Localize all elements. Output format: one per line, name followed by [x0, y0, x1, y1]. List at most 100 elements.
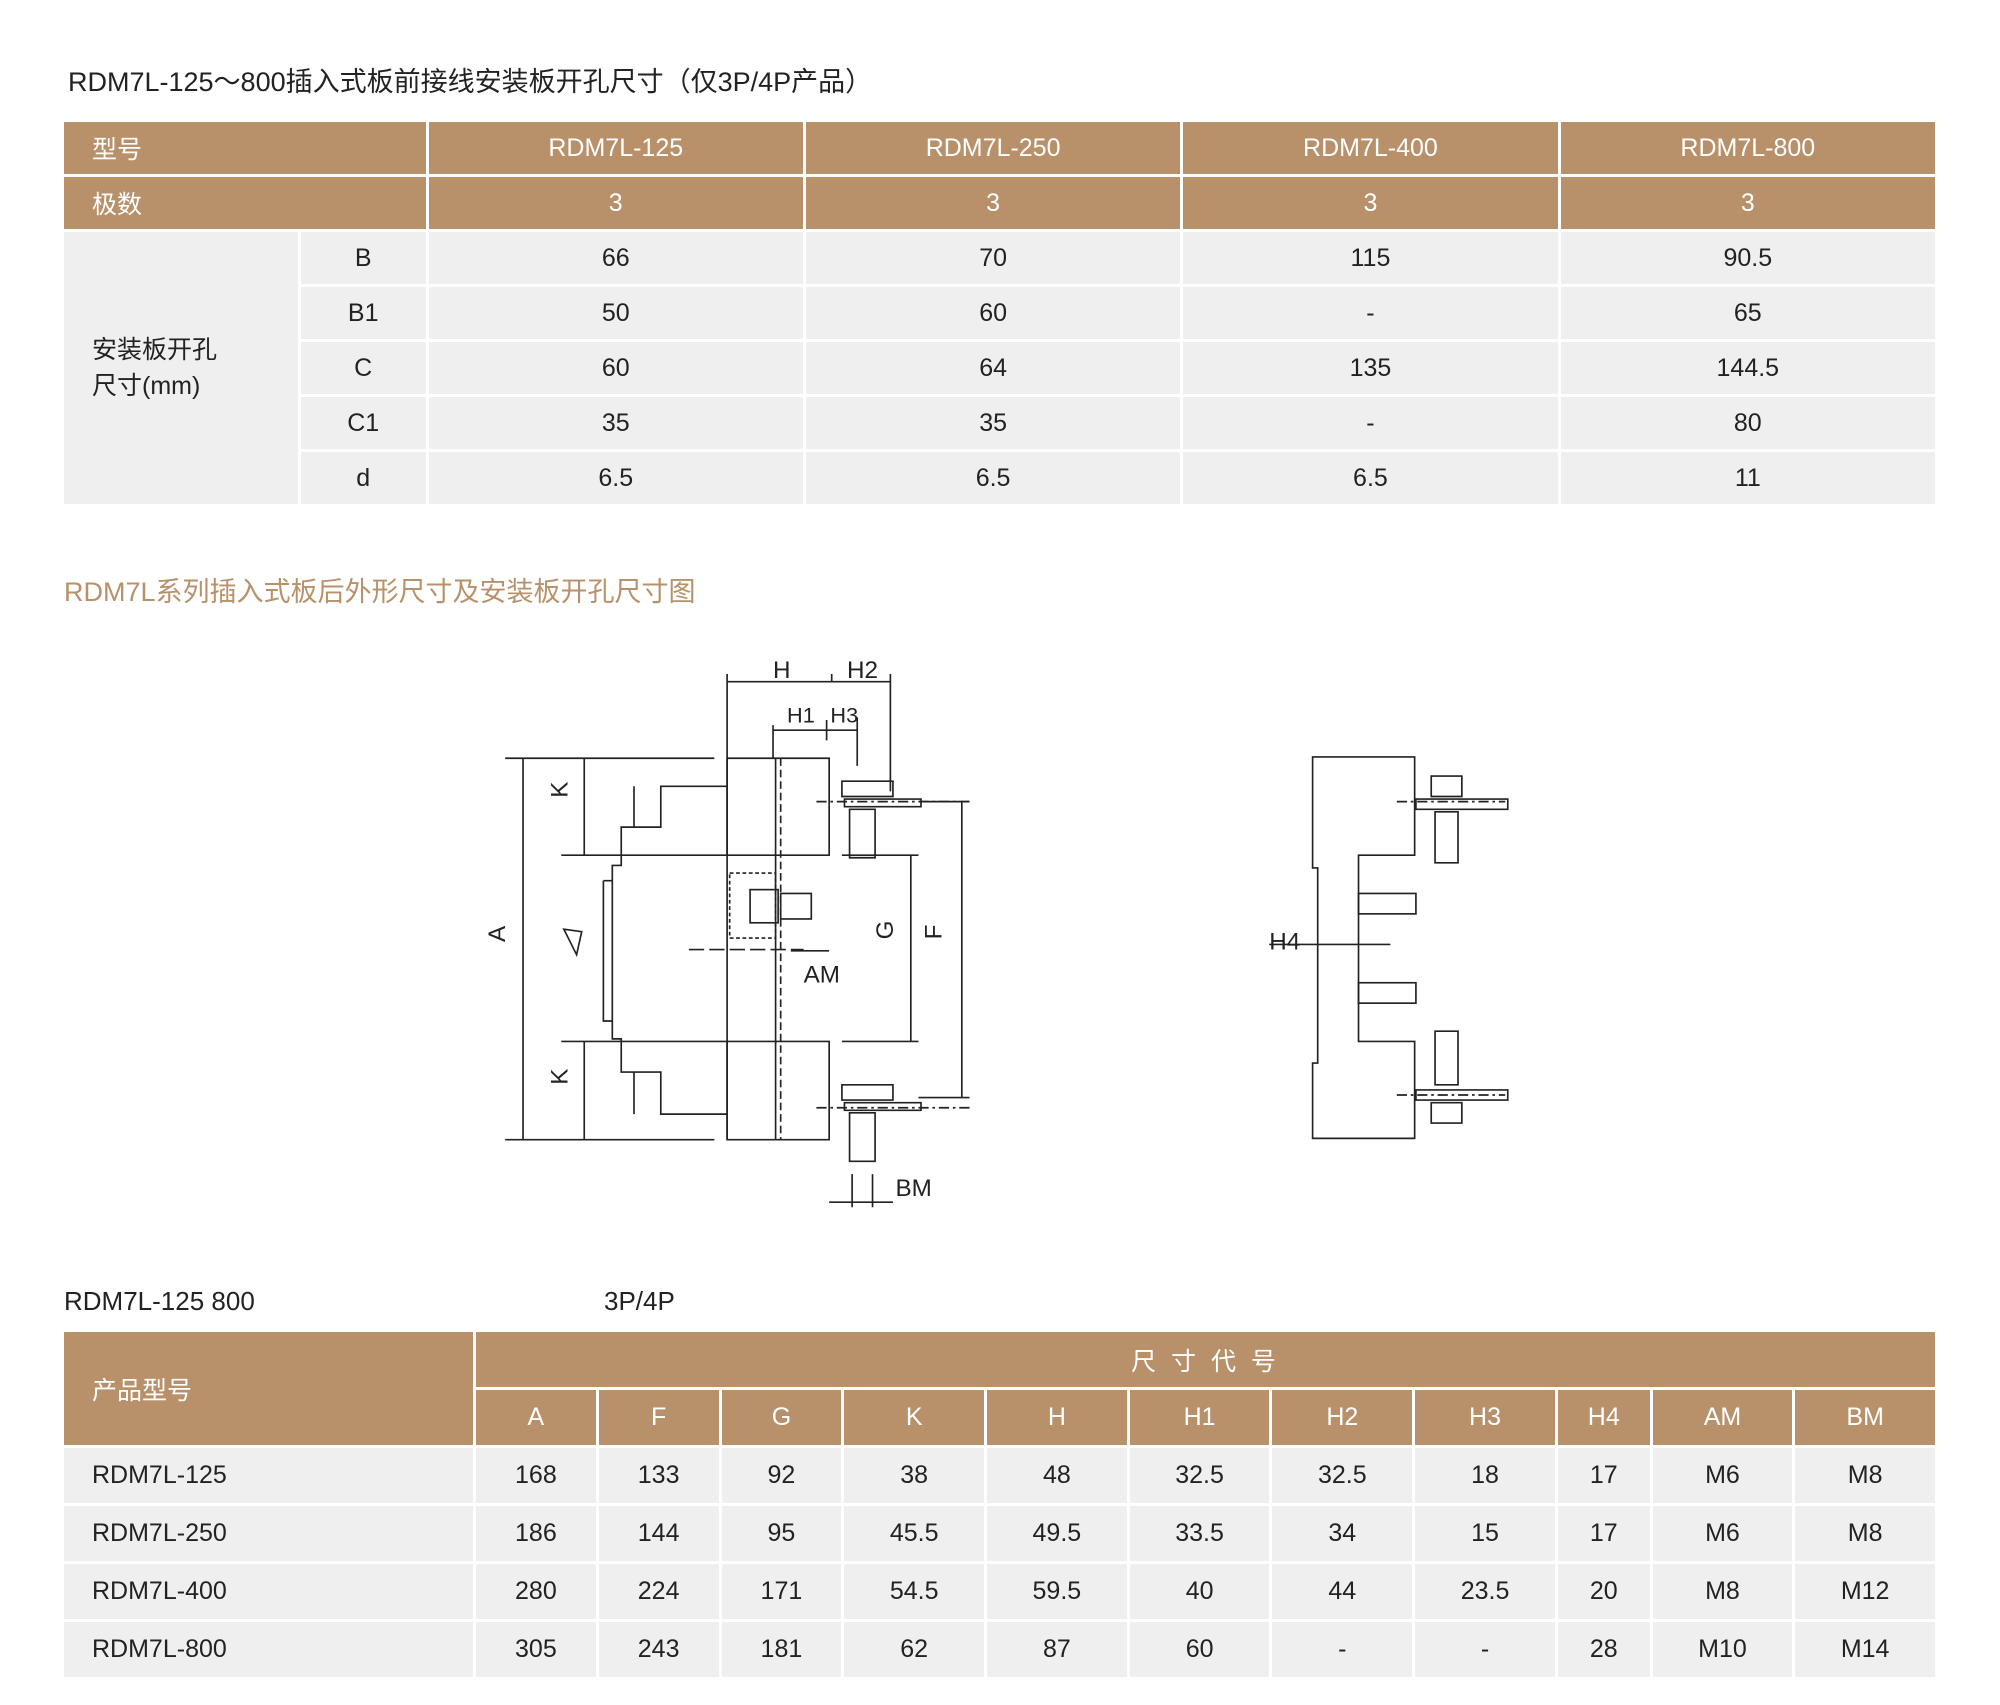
dimension-value: 15: [1415, 1506, 1555, 1561]
dimension-value: 92: [721, 1448, 842, 1503]
dimension-value: 186: [476, 1506, 596, 1561]
dimension-value: -: [1415, 1622, 1555, 1677]
dimension-value: M6: [1652, 1506, 1793, 1561]
label-k-top: K: [547, 782, 574, 798]
dimension-value: 66: [428, 232, 803, 284]
dimension-value: M10: [1652, 1622, 1793, 1677]
dimension-value: -: [1183, 397, 1558, 449]
label-bm: BM: [895, 1175, 931, 1202]
dimension-value: 280: [476, 1564, 596, 1619]
model-name: RDM7L-250: [64, 1506, 473, 1561]
dimension-value: M8: [1652, 1564, 1793, 1619]
header-model: RDM7L-125: [428, 122, 803, 174]
label-k-bottom: K: [547, 1069, 574, 1085]
dimension-value: M8: [1795, 1506, 1935, 1561]
column-header: H1: [1129, 1390, 1270, 1445]
column-header: H4: [1557, 1390, 1650, 1445]
poles-value: 3: [1560, 177, 1935, 229]
header-row: 产品型号尺 寸 代 号: [64, 1332, 1935, 1445]
poles-value: 3: [428, 177, 803, 229]
dimension-value: 70: [805, 232, 1181, 284]
dimension-name: C: [300, 342, 426, 394]
dimension-value: 115: [1183, 232, 1558, 284]
dimension-value: 181: [721, 1622, 842, 1677]
dimension-name: B1: [300, 287, 426, 339]
dimension-value: 18: [1415, 1448, 1555, 1503]
dimension-value: 28: [1557, 1622, 1650, 1677]
dimension-value: 38: [844, 1448, 985, 1503]
dimension-value: 35: [805, 397, 1181, 449]
column-header: H: [987, 1390, 1127, 1445]
dimension-value: 50: [428, 287, 803, 339]
dimension-value: 35: [428, 397, 803, 449]
dimension-name: d: [300, 452, 426, 504]
dimension-value: 20: [1557, 1564, 1650, 1619]
model-name: RDM7L-125: [64, 1448, 473, 1503]
model-name: RDM7L-800: [64, 1622, 473, 1677]
section-heading: RDM7L系列插入式板后外形尺寸及安装板开孔尺寸图: [64, 577, 696, 607]
model-name: RDM7L-400: [64, 1564, 473, 1619]
dimension-value: 65: [1560, 287, 1935, 339]
dimension-value: 144.5: [1560, 342, 1935, 394]
column-header: K: [844, 1390, 985, 1445]
dimension-value: 48: [987, 1448, 1127, 1503]
dimension-value: 95: [721, 1506, 842, 1561]
label-h2: H2: [847, 657, 878, 684]
dimension-value: 168: [476, 1448, 596, 1503]
label-g: G: [872, 921, 899, 940]
dimension-value: 49.5: [987, 1506, 1127, 1561]
dimension-labels: H H2 H1 H3 K K A G F AM BM H4: [484, 657, 1300, 1202]
dimension-value: M6: [1652, 1448, 1793, 1503]
column-header: A: [476, 1390, 596, 1445]
label-f: F: [920, 925, 947, 940]
dimension-value: 144: [598, 1506, 719, 1561]
column-header: BM: [1795, 1390, 1935, 1445]
dimension-value: -: [1272, 1622, 1413, 1677]
label-h: H: [773, 657, 791, 684]
group-label: 安装板开孔尺寸(mm): [64, 232, 298, 504]
dimension-value: 171: [721, 1564, 842, 1619]
dimension-value: 60: [805, 287, 1181, 339]
header-model: RDM7L-250: [805, 122, 1181, 174]
dimension-value: 135: [1183, 342, 1558, 394]
dimension-value: 34: [1272, 1506, 1413, 1561]
dimension-value: 33.5: [1129, 1506, 1270, 1561]
rear-view-drawing: [1269, 756, 1509, 1140]
dimension-value: 54.5: [844, 1564, 985, 1619]
dimension-value: M14: [1795, 1622, 1935, 1677]
dimension-name: B: [300, 232, 426, 284]
dimension-name: C1: [300, 397, 426, 449]
dimension-value: 133: [598, 1448, 719, 1503]
column-header: G: [721, 1390, 842, 1445]
dimension-value: 40: [1129, 1564, 1270, 1619]
dimension-value: 80: [1560, 397, 1935, 449]
dimension-value: 45.5: [844, 1506, 985, 1561]
label-h4: H4: [1269, 929, 1300, 956]
column-header: H2: [1272, 1390, 1413, 1445]
dimension-value: 305: [476, 1622, 596, 1677]
dimension-value: 90.5: [1560, 232, 1935, 284]
header-model: RDM7L-400: [1183, 122, 1558, 174]
dimension-value: 64: [805, 342, 1181, 394]
dimension-value: -: [1183, 287, 1558, 339]
column-header: H3: [1415, 1390, 1555, 1445]
dimension-value: 60: [428, 342, 803, 394]
label-h1: H1: [787, 703, 815, 728]
poles-label: 极数: [64, 177, 426, 229]
header-model-label: 产品型号: [64, 1332, 473, 1445]
dimension-value: 17: [1557, 1448, 1650, 1503]
column-header: AM: [1652, 1390, 1793, 1445]
header-model: RDM7L-800: [1560, 122, 1935, 174]
